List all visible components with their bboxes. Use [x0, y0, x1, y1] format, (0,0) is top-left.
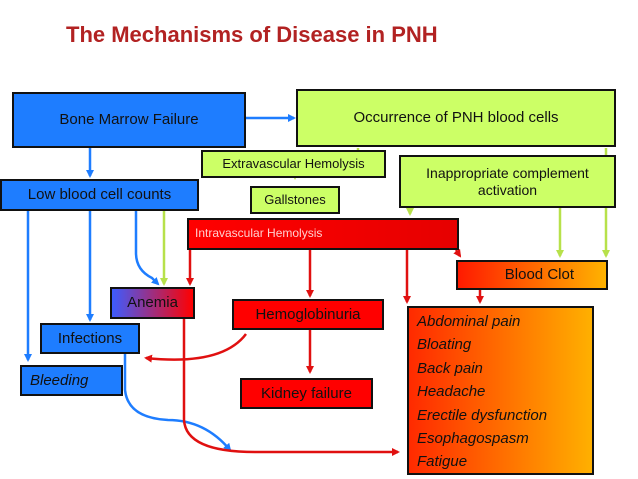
occurrence-label: Occurrence of PNH blood cells	[353, 109, 559, 127]
gallstones-box: Gallstones	[250, 186, 340, 214]
blood-clot-label: Blood Clot	[504, 266, 574, 284]
low-counts-box: Low blood cell counts	[0, 179, 199, 211]
infections-box: Infections	[40, 323, 140, 354]
gallstones-label: Gallstones	[264, 191, 326, 207]
blood-clot-box: Blood Clot	[456, 260, 608, 290]
symptom-item: Abdominal pain	[417, 313, 521, 330]
intravascular-label: Intravascular Hemolysis	[195, 226, 323, 241]
symptom-item: Esophagospasm	[417, 429, 529, 447]
low-counts-label: Low blood cell counts	[27, 186, 172, 204]
infections-label: Infections	[57, 329, 123, 347]
symptoms-box: Abdominal pain Bloating Back pain Headac…	[407, 306, 594, 475]
intravascular-box: Intravascular Hemolysis	[187, 218, 459, 250]
kidney-failure-label: Kidney failure	[261, 384, 352, 402]
symptom-item: Bloating	[417, 336, 472, 354]
symptom-item: Fatigue	[417, 453, 468, 471]
inappropriate-box: Inappropriate complement activation	[399, 155, 616, 208]
symptom-item: Back pain	[417, 359, 483, 377]
bleeding-box: Bleeding	[20, 365, 123, 396]
extravascular-label: Extravascular Hemolysis	[222, 155, 365, 171]
bone-marrow-failure-box: Bone Marrow Failure	[12, 92, 246, 148]
hemoglobinuria-label: Hemoglobinuria	[255, 305, 361, 323]
bleeding-label: Bleeding	[30, 371, 89, 389]
arrow-low-counts-to-anemia	[134, 210, 160, 286]
symptom-item: Headache	[417, 383, 486, 401]
symptom-item: Erectile dysfunction	[417, 406, 548, 424]
arrow-infections-to-kidney	[123, 352, 232, 452]
hemoglobinuria-box: Hemoglobinuria	[232, 299, 384, 330]
anemia-label: Anemia	[127, 294, 178, 312]
inappropriate-label: Inappropriate complement activation	[426, 165, 589, 198]
kidney-failure-box: Kidney failure	[240, 378, 373, 409]
bone-marrow-failure-label: Bone Marrow Failure	[59, 111, 199, 129]
arrow-anemia-to-fatigue	[182, 318, 400, 456]
extravascular-box: Extravascular Hemolysis	[201, 150, 386, 178]
arrow-hemoglobinuria-to-infections	[144, 333, 247, 363]
occurrence-box: Occurrence of PNH blood cells	[296, 89, 616, 147]
anemia-box: Anemia	[110, 287, 195, 319]
arrow-intravascular-to-clot	[453, 248, 462, 258]
page-title: The Mechanisms of Disease in PNH	[66, 22, 438, 47]
